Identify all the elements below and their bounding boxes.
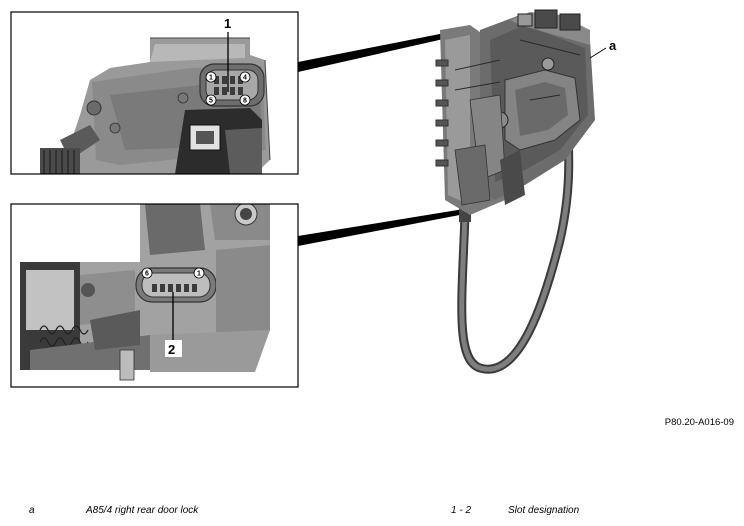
legend-key-a: a (29, 505, 35, 516)
svg-text:1: 1 (209, 75, 213, 82)
pin-label-1-bottom: 1 (193, 267, 205, 279)
door-lock-assembly (435, 9, 595, 374)
pin-label-5-top: 5 (205, 94, 217, 106)
legend: a A85/4 right rear door lock 1 - 2 Slot … (0, 505, 744, 521)
reference-code: P80.20-A016-09 (664, 417, 734, 428)
callout-1: 1 (224, 16, 231, 31)
callout-2-box (165, 340, 182, 357)
svg-text:8: 8 (243, 98, 247, 105)
svg-text:4: 4 (243, 75, 247, 82)
svg-text:5: 5 (209, 98, 213, 105)
zoom-wedge-bottom (298, 208, 470, 246)
zoom-wedge-top (298, 28, 470, 72)
legend-key-slots: 1 - 2 (451, 505, 472, 516)
svg-text:6: 6 (145, 271, 149, 278)
legend-text-slots: Slot designation (508, 505, 580, 516)
callout-a-leader (589, 47, 607, 59)
callout-2: 2 (168, 342, 175, 357)
pin-label-4-top: 4 (239, 71, 251, 83)
pin-label-6-bottom: 6 (141, 267, 153, 279)
pin-label-8-top: 8 (239, 94, 251, 106)
pin-label-1-top: 1 (205, 71, 217, 83)
legend-text-a: A85/4 right rear door lock (86, 505, 199, 516)
inset-bottom: 6 1 2 (10, 203, 299, 388)
svg-text:1: 1 (197, 271, 201, 278)
callout-a: a (609, 38, 617, 53)
inset-top: 1 4 5 8 1 (10, 11, 299, 175)
